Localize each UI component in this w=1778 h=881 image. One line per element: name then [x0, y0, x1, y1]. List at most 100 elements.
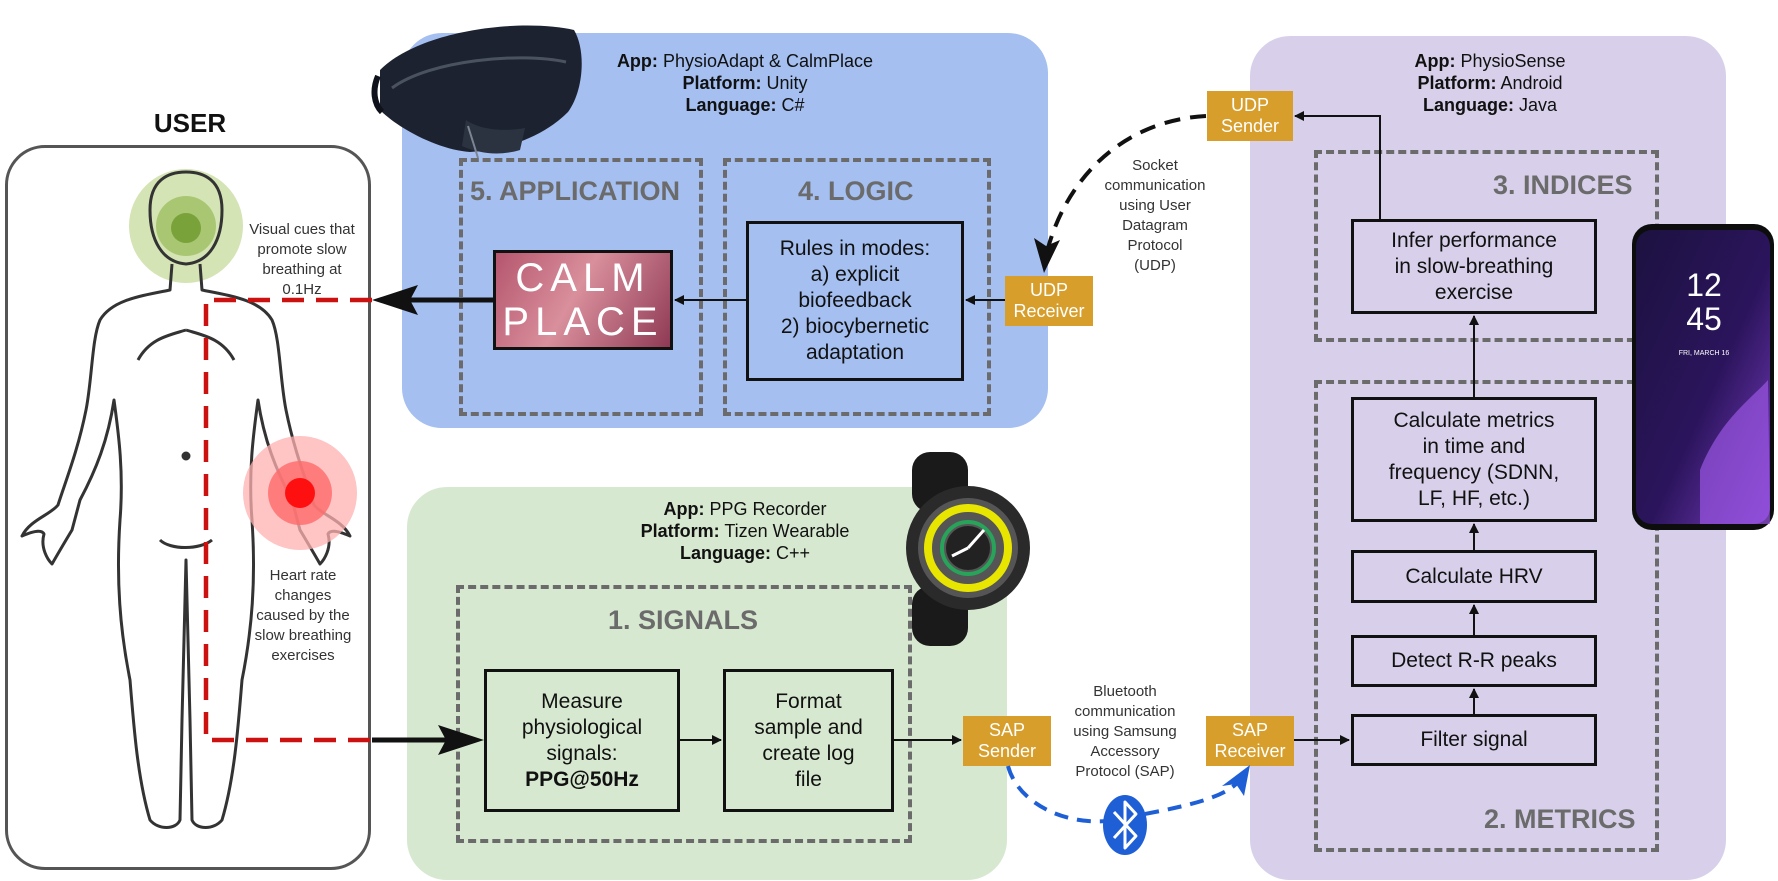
rules-line: biofeedback: [798, 289, 912, 312]
signal-input-arrow: [372, 725, 484, 755]
clock-hour: 12: [1686, 267, 1722, 303]
infer-line: in slow-breathing: [1394, 254, 1554, 278]
application-section: [459, 158, 703, 416]
heart-rate-glow: [243, 436, 357, 550]
smartwatch-icon: [906, 452, 1030, 646]
filter-box: Filter signal: [1351, 714, 1597, 766]
rules-line: adaptation: [805, 341, 905, 364]
visual-cues-line: promote slow: [257, 241, 347, 258]
udp-receiver-line: Receiver: [1013, 301, 1085, 321]
vr-language: C#: [781, 95, 805, 115]
calm-place-line1: CALM: [515, 256, 651, 300]
udp-sender-line: Sender: [1220, 116, 1280, 136]
calm-place-line2: PLACE: [502, 300, 664, 344]
udp-receiver-line: UDP: [1029, 280, 1068, 300]
bluetooth-line: Protocol (SAP): [1075, 763, 1175, 780]
measure-line: signals:: [546, 741, 618, 765]
visual-cues-line: 0.1Hz: [282, 281, 322, 298]
calc-hrv-box: Calculate HRV: [1351, 550, 1597, 603]
format-line: Format: [775, 689, 842, 713]
socket-line: using User: [1119, 197, 1191, 214]
infer-line: exercise: [1434, 280, 1514, 304]
sap-sender-line: SAP: [988, 720, 1026, 740]
sap-receiver-line: Receiver: [1214, 741, 1286, 761]
vr-app-label: App:: [616, 51, 658, 71]
phone-language-label: Language:: [1422, 95, 1514, 115]
rules-line: 2) biocybernetic: [780, 315, 930, 338]
vr-platform: Unity: [766, 73, 808, 93]
heart-rate-line: caused by the: [256, 607, 350, 624]
vr-platform-label: Platform:: [682, 73, 762, 93]
calc-metrics-box: Calculate metrics in time and frequency …: [1351, 397, 1597, 522]
calc-metrics-line: frequency (SDNN,: [1388, 460, 1560, 484]
socket-note: Socket communication using User Datagram…: [1085, 156, 1225, 276]
rules-line: a) explicit: [810, 263, 900, 286]
measure-bold-line: PPG@50Hz: [525, 767, 639, 791]
metrics-title: 2. METRICS: [1484, 804, 1636, 834]
format-line: create log: [762, 741, 855, 765]
indices-title: 3. INDICES: [1493, 170, 1633, 200]
heart-rate-line: Heart rate: [269, 567, 337, 584]
phone-platform: Android: [1500, 73, 1563, 93]
bluetooth-line: Bluetooth: [1093, 683, 1157, 700]
infer-box: Infer performance in slow-breathing exer…: [1351, 219, 1597, 314]
logic-title: 4. LOGIC: [798, 176, 914, 206]
infer-line: Infer performance: [1391, 228, 1557, 252]
phone-clock: 12 45: [1672, 268, 1736, 336]
watch-app-info: App: PPG Recorder Platform: Tizen Wearab…: [560, 498, 930, 564]
socket-line: communication: [1104, 177, 1206, 194]
smartphone-icon: [1632, 224, 1774, 530]
vr-app-name: PhysioAdapt & CalmPlace: [662, 51, 874, 71]
rules-line: Rules in modes:: [779, 237, 931, 260]
clock-minute: 45: [1686, 301, 1722, 337]
metrics-section: [1314, 380, 1659, 852]
watch-language: C++: [776, 543, 811, 563]
udp-connection-arrow: [1034, 114, 1207, 273]
udp-receiver-tag: UDP Receiver: [1005, 276, 1093, 326]
heart-rate-line: changes: [274, 587, 332, 604]
watch-platform: Tizen Wearable: [724, 521, 850, 541]
watch-app-name: PPG Recorder: [709, 499, 827, 519]
infer-to-sender-arrow: [1294, 111, 1381, 219]
watch-app-label: App:: [663, 499, 705, 519]
format-line: sample and: [754, 715, 863, 739]
measure-box: Measure physiological signals: PPG@50Hz: [484, 669, 680, 812]
calc-metrics-line: Calculate metrics: [1393, 408, 1555, 432]
heart-rate-note: Heart rate changes caused by the slow br…: [238, 566, 368, 666]
calc-metrics-line: in time and: [1422, 434, 1526, 458]
bluetooth-icon: [1103, 795, 1147, 855]
bluetooth-line: Accessory: [1090, 743, 1160, 760]
socket-line: (UDP): [1134, 257, 1176, 274]
visual-cues-note: Visual cues that promote slow breathing …: [232, 220, 372, 300]
calm-place-image: CALM PLACE: [493, 250, 673, 350]
watch-platform-label: Platform:: [640, 521, 720, 541]
user-title: USER: [153, 108, 227, 138]
flow-arrows: [674, 111, 1479, 745]
socket-line: Protocol: [1127, 237, 1183, 254]
phone-language: Java: [1519, 95, 1558, 115]
socket-line: Datagram: [1122, 217, 1188, 234]
heart-rate-line: slow breathing: [254, 627, 352, 644]
vr-language-label: Language:: [685, 95, 777, 115]
vr-headset-icon: [371, 25, 582, 159]
detect-box: Detect R-R peaks: [1351, 635, 1597, 687]
logic-section: [723, 158, 991, 416]
signals-title: 1. SIGNALS: [608, 605, 759, 635]
measure-line: Measure: [541, 689, 623, 713]
signals-section: [456, 585, 912, 843]
heart-rate-line: exercises: [271, 647, 335, 664]
visual-cues-line: Visual cues that: [249, 221, 355, 238]
phone-app-label: App:: [1414, 51, 1456, 71]
format-box: Format sample and create log file: [723, 669, 894, 812]
calc-metrics-line: LF, HF, etc.): [1417, 486, 1530, 510]
phone-date: FRI, MARCH 16: [1678, 350, 1730, 357]
user-frame: [5, 145, 371, 870]
udp-sender-line: UDP: [1230, 95, 1269, 115]
watch-language-label: Language:: [679, 543, 771, 563]
vr-app-info: App: PhysioAdapt & CalmPlace Platform: U…: [560, 50, 930, 116]
sap-receiver-line: SAP: [1231, 720, 1269, 740]
sap-sender-line: Sender: [977, 741, 1037, 761]
udp-sender-tag: UDP Sender: [1207, 91, 1293, 141]
phone-app-info: App: PhysioSense Platform: Android Langu…: [1325, 50, 1655, 116]
